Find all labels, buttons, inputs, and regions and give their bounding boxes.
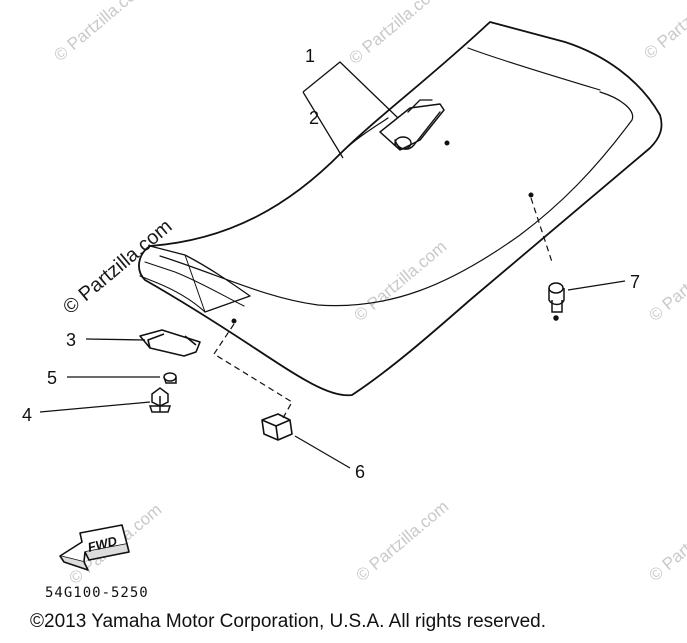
watermark: © Partzilla.com	[640, 0, 687, 63]
fwd-label: FWD	[86, 533, 119, 555]
leader-lines	[39, 61, 626, 469]
callout-6: 6	[355, 462, 365, 482]
part-bracket	[139, 329, 201, 357]
part-bolt	[148, 387, 172, 413]
callout-3: 3	[66, 330, 76, 350]
fwd-arrow: FWD	[59, 524, 130, 571]
watermark-layer: © Partzilla.com © Partzilla.com © Partzi…	[50, 0, 687, 588]
watermark: © Partzilla.com	[345, 0, 445, 68]
callout-7: 7	[630, 272, 640, 292]
part-stopper	[261, 413, 293, 441]
callout-2: 2	[309, 108, 319, 128]
seat	[138, 21, 663, 397]
part-collar	[163, 372, 177, 384]
callout-4: 4	[22, 405, 32, 425]
copyright-notice: ©2013 Yamaha Motor Corporation, U.S.A. A…	[30, 611, 546, 632]
watermark: © Partzilla.com	[350, 237, 450, 325]
callout-5: 5	[47, 368, 57, 388]
callouts: 1 2 3 5 4 6 7	[22, 46, 640, 482]
assembly-lines	[213, 197, 553, 419]
part-number: 54G100-5250	[45, 585, 149, 601]
watermark: © Partzilla.com	[645, 497, 687, 585]
watermark: © Partzilla.com	[352, 497, 452, 585]
watermark: © Partzilla.com	[50, 0, 150, 65]
watermark: © Partzilla.com	[645, 237, 687, 325]
part-damper	[548, 282, 565, 321]
callout-1: 1	[305, 46, 315, 66]
